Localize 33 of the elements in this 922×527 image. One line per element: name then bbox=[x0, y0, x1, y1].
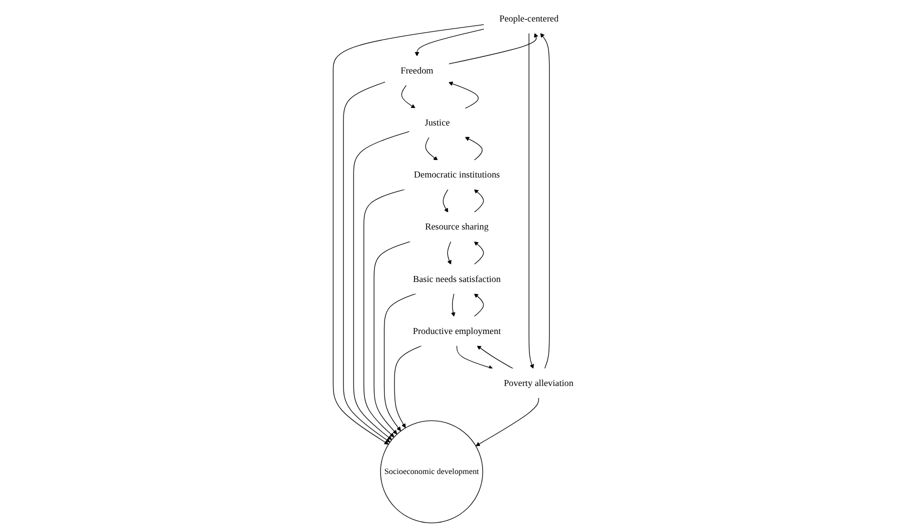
arrow bbox=[414, 28, 484, 56]
arrow bbox=[384, 293, 417, 432]
node-text: People-centered bbox=[499, 13, 559, 24]
arrow bbox=[528, 32, 534, 369]
arrow bbox=[448, 32, 538, 64]
arrow bbox=[332, 24, 484, 445]
arrow bbox=[447, 241, 452, 265]
arrow bbox=[442, 189, 448, 213]
arrow bbox=[450, 293, 456, 317]
node-text: Poverty alleviation bbox=[504, 378, 574, 388]
arrow bbox=[374, 241, 411, 434]
node-text: Democratic institutions bbox=[414, 169, 500, 180]
arrow bbox=[456, 345, 494, 370]
node-text: Freedom bbox=[400, 65, 434, 76]
arrow bbox=[363, 189, 406, 438]
arrow bbox=[448, 82, 479, 109]
node-text: Productive employment bbox=[412, 326, 501, 336]
arrow bbox=[540, 32, 550, 369]
arrow bbox=[474, 293, 484, 317]
node-text: Basic needs satisfaction bbox=[412, 274, 501, 284]
node-text: Resource sharing bbox=[425, 222, 489, 232]
arrow bbox=[476, 397, 539, 446]
arrow bbox=[464, 136, 483, 161]
arrow bbox=[401, 84, 416, 108]
arrow bbox=[474, 189, 484, 213]
arrow bbox=[474, 241, 484, 265]
arrow bbox=[425, 137, 438, 160]
arrow bbox=[353, 131, 410, 440]
node-text: Justice bbox=[424, 117, 450, 128]
arrow bbox=[476, 345, 514, 369]
arrow bbox=[394, 345, 422, 428]
node-circle: Socioeconomic development bbox=[380, 420, 484, 524]
arrow bbox=[343, 82, 390, 442]
